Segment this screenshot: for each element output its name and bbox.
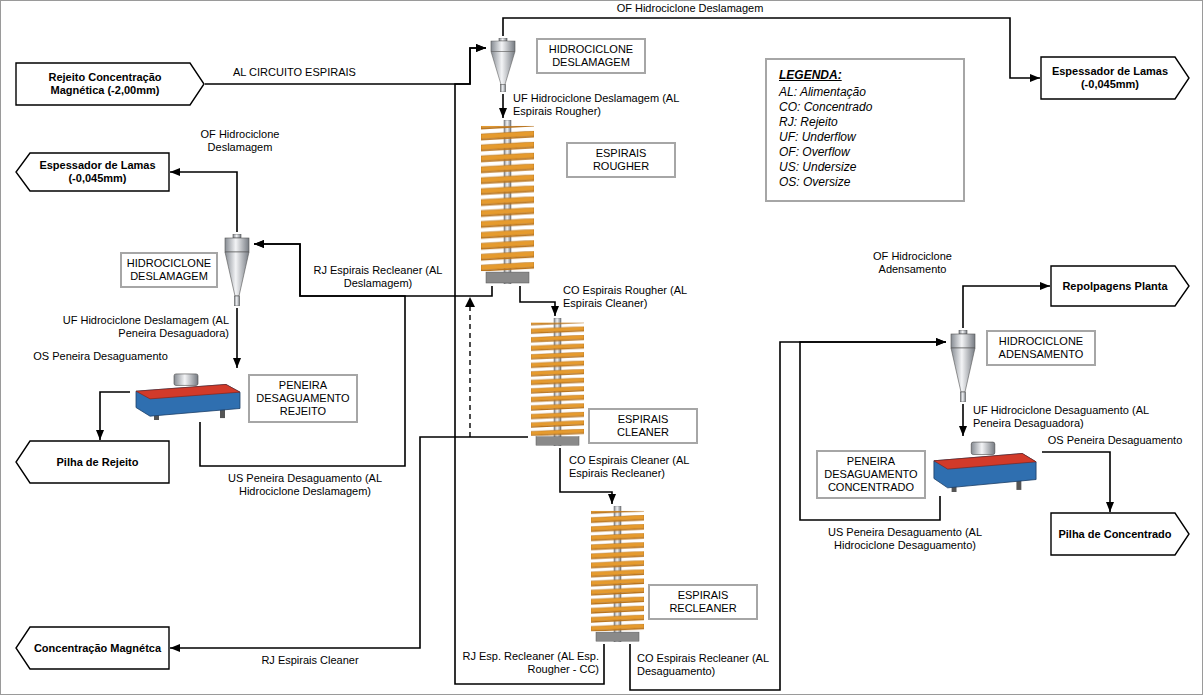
legend-text: OS: Oversize	[779, 175, 850, 189]
dashed-option-line	[469, 306, 470, 437]
spiral-icon	[481, 120, 534, 284]
flow-line	[236, 308, 238, 368]
legend-entry: OS: Oversize	[779, 175, 953, 190]
terminal-box: Espessador de Lamas (-0,045mm)	[1040, 56, 1190, 100]
stream-label: CO Espirais Rougher (AL Espirais Cleaner…	[562, 284, 697, 310]
legend-heading: LEGENDA:	[779, 68, 953, 83]
equipment-label: HIDROCICLONE DESLAMAGEM	[536, 38, 646, 74]
terminal-box: Concentração Magnétca	[15, 626, 170, 670]
screen-icon	[934, 442, 1036, 492]
terminal-label: Repolpagens Planta	[1062, 280, 1167, 293]
stream-label: RJ Espirais Recleaner (AL Deslamagem)	[308, 264, 448, 290]
equipment-label: HIDROCICLONE ADENSAMENTO	[986, 330, 1096, 366]
equipment-label: ESPIRAIS RECLEANER	[648, 584, 758, 620]
flow-line	[254, 244, 492, 296]
stream-label: UF Hidrociclone Deslamagem (AL Peneira D…	[30, 314, 230, 340]
legend-entry: US: Undersize	[779, 160, 953, 175]
equipment-node: PENEIRA DESAGUAMENTO CONCENTRADO	[816, 436, 1042, 496]
equipment-node: ESPIRAIS CLEANER	[528, 316, 700, 448]
equipment-node: HIDROCICLONE DESLAMAGEM	[120, 232, 254, 308]
terminal-label: Concentração Magnétca	[34, 642, 161, 655]
flow-line	[800, 342, 946, 520]
stream-label: RJ Espirais Cleaner	[240, 654, 380, 667]
flow-line	[205, 48, 486, 84]
stream-label: CO Espirais Cleaner (AL Espirais Reclean…	[568, 454, 713, 480]
terminal-box: Repolpagens Planta	[1050, 265, 1190, 307]
terminal-box: Pilha de Concentrado	[1050, 512, 1190, 556]
stream-label: OS Peneira Desaguamento	[1040, 434, 1190, 447]
flow-line	[170, 437, 528, 648]
legend-text: RJ: Rejeito	[779, 115, 838, 129]
terminal-box: Espessador de Lamas (-0,045mm)	[15, 152, 170, 192]
terminal-label: Rejeito Concentração Magnética (-2,00mm)	[23, 71, 187, 97]
flow-line	[170, 172, 237, 232]
legend-entry: CO: Concentrado	[779, 100, 953, 115]
hydrocyclone-icon	[225, 234, 249, 306]
terminal-label: Espessador de Lamas (-0,045mm)	[33, 159, 162, 185]
legend-text: CO: Concentrado	[779, 100, 872, 114]
equipment-node: ESPIRAIS ROUGHER	[478, 118, 678, 286]
stream-label: AL CIRCUITO ESPIRAIS	[232, 66, 412, 79]
terminal-shape	[1041, 57, 1189, 99]
equipment-node: HIDROCICLONE DESLAMAGEM	[486, 36, 646, 94]
terminal-label: Pilha de Concentrado	[1058, 528, 1171, 541]
flow-line	[962, 404, 964, 436]
flow-line	[520, 286, 555, 316]
terminal-box: Pilha de Rejeito	[15, 440, 170, 484]
screen-icon	[136, 374, 240, 420]
legend-box: LEGENDA: AL: AlimentaçãoCO: ConcentradoRJ…	[765, 58, 965, 202]
terminal-label: Espessador de Lamas (-0,045mm)	[1048, 65, 1172, 91]
flow-line	[1042, 452, 1110, 512]
terminal-shape	[16, 441, 169, 483]
equipment-node: HIDROCICLONE ADENSAMENTO	[946, 328, 1096, 404]
terminal-shape	[1051, 266, 1189, 306]
legend-entry: AL: Alimentação	[779, 85, 953, 100]
stream-label: US Peneira Desaguamento (AL Hidrociclone…	[205, 472, 405, 498]
flow-line	[100, 392, 130, 440]
stream-label: OF Hidrociclone Deslamagem	[170, 128, 310, 154]
equipment-node: ESPIRAIS RECLEANER	[588, 504, 760, 644]
legend-text: US: Undersize	[779, 160, 856, 174]
equipment-label: ESPIRAIS CLEANER	[588, 408, 698, 444]
legend-entry: OF: Overflow	[779, 145, 953, 160]
terminal-box: Rejeito Concentração Magnética (-2,00mm)	[15, 62, 205, 106]
equipment-label: HIDROCICLONE DESLAMAGEM	[120, 252, 218, 288]
legend-entry: UF: Underflow	[779, 130, 953, 145]
spiral-icon	[531, 318, 584, 446]
legend-text: OF: Overflow	[779, 145, 850, 159]
equipment-label: PENEIRA DESAGUAMENTO CONCENTRADO	[816, 450, 926, 499]
stream-label: UF Hidrociclone Deslamagem (AL Espirais …	[512, 92, 687, 118]
stream-label: UF Hidrociclone Desaguamento (AL Peneira…	[972, 404, 1172, 430]
stream-label: OF Hidrociclone Adensamento	[850, 250, 975, 276]
equipment-label: PENEIRA DESAGUAMENTO REJEITO	[248, 374, 358, 423]
legend-entry: RJ: Rejeito	[779, 115, 953, 130]
equipment-node: PENEIRA DESAGUAMENTO REJEITO	[130, 368, 360, 422]
hydrocyclone-icon	[951, 330, 975, 402]
terminal-shape	[1051, 513, 1189, 555]
legend-text: UF: Underflow	[779, 130, 856, 144]
terminal-label: Pilha de Rejeito	[57, 456, 139, 469]
stream-label: OF Hidrociclone Deslamagem	[590, 2, 790, 15]
equipment-label: ESPIRAIS ROUGHER	[566, 142, 676, 178]
terminal-shape	[16, 627, 169, 669]
arrow-head	[465, 297, 475, 307]
spiral-icon	[591, 506, 644, 642]
hydrocyclone-icon	[491, 38, 515, 92]
legend-text: AL: Alimentação	[779, 85, 866, 99]
flow-line	[630, 342, 946, 690]
stream-label: OS Peneira Desaguamento	[18, 350, 183, 363]
stream-label: US Peneira Desaguamento (AL Hidrociclone…	[800, 526, 1010, 552]
stream-label: RJ Esp. Recleaner (AL Esp. Rougher - CC)	[460, 650, 600, 676]
terminal-shape	[16, 153, 169, 191]
terminal-shape	[16, 63, 204, 105]
flow-line	[502, 94, 504, 118]
flow-line	[963, 286, 1050, 328]
stream-label: CO Espirais Recleaner (AL Desaguamento)	[636, 652, 776, 678]
